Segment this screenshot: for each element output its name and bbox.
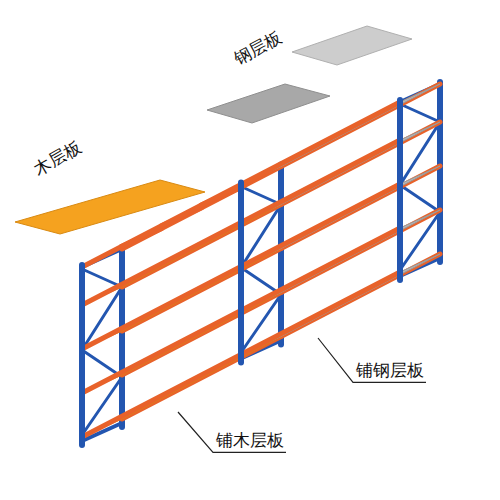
front-beam [82,355,241,438]
wood-panel [15,180,205,234]
back-post [119,247,125,427]
front-beam [241,140,400,223]
callout-label: 铺钢层板 [356,360,424,380]
leader-line [178,412,286,452]
frame-brace [241,187,281,205]
front-post [397,100,403,280]
steel-deck [241,166,440,267]
front-beam [241,102,400,185]
front-beam [82,185,241,268]
front-post [79,265,85,445]
front-post [238,183,244,363]
front-beam [241,228,400,311]
frame-brace [400,185,440,212]
front-beam [241,184,400,267]
steel-deck [241,254,440,355]
steel-panel [207,84,330,123]
back-post [278,165,284,345]
callout-label: 铺木层板 [216,430,284,450]
frame-brace [82,269,122,287]
frame-brace [400,104,440,122]
part-label: 木层板 [30,137,84,180]
leader-line [318,338,426,382]
part-label: 钢层板 [230,27,285,69]
front-beam [82,311,241,394]
steel-deck [241,122,440,223]
front-beam [82,223,241,306]
steel-panel [292,26,412,65]
front-beam [82,267,241,350]
steel-deck [241,210,440,311]
back-post [437,82,443,262]
